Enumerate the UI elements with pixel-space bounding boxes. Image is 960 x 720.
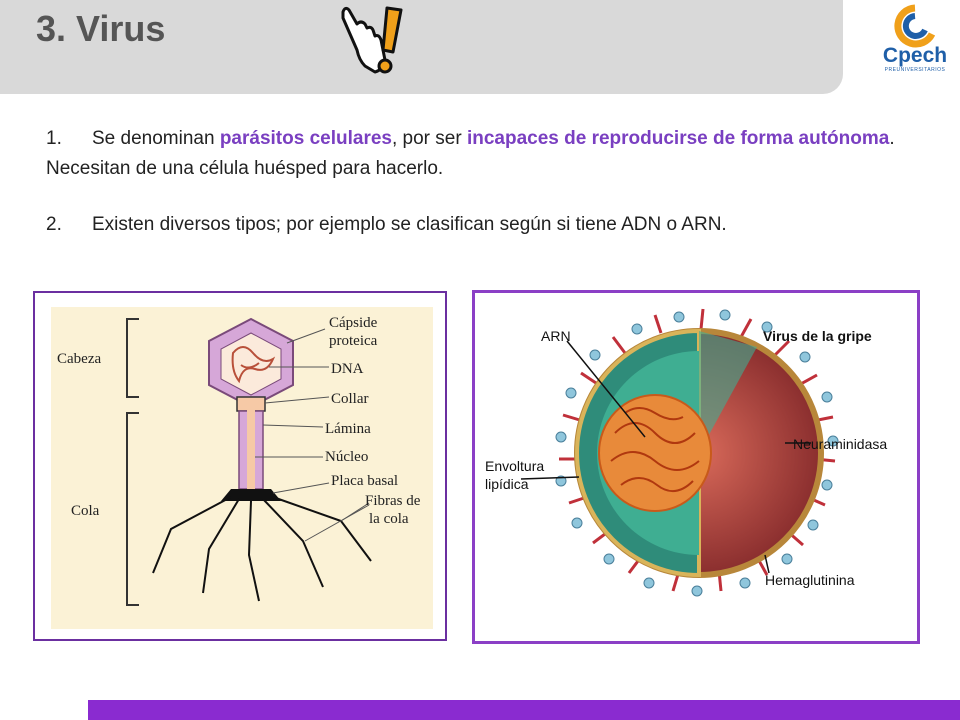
label-neuraminidasa: Neuraminidasa: [793, 436, 887, 452]
highlight-parasitos: parásitos celulares: [219, 128, 392, 149]
label-capside-2: proteica: [329, 333, 378, 349]
phage-diagram: Cabeza Cola Cápside proteica DNA Collar …: [51, 307, 433, 629]
label-lamina: Lámina: [325, 421, 371, 437]
logo-name: Cpech: [882, 44, 948, 67]
label-placa-basal: Placa basal: [331, 473, 398, 489]
label-fibras-2: la cola: [369, 511, 409, 527]
label-envoltura-1: Envoltura: [485, 458, 544, 474]
pointing-hand-alert-icon: [341, 6, 403, 74]
label-nucleo: Núcleo: [325, 449, 368, 465]
highlight-incapaces: incapaces de reproducirse de forma autón…: [466, 128, 890, 149]
label-fibras-1: Fibras de: [365, 493, 421, 509]
label-dna: DNA: [331, 361, 364, 377]
header-bar: [0, 0, 843, 94]
label-capside-1: Cápside: [329, 315, 378, 331]
label-hemaglutinina: Hemaglutinina: [765, 572, 855, 588]
phage-diagram-panel: Cabeza Cola Cápside proteica DNA Collar …: [33, 291, 447, 641]
cpech-logo: Cpech PREUNIVERSITARIOS: [876, 4, 954, 78]
paragraph-1-number: 1.: [46, 128, 62, 149]
paragraph-1-text-b: , por ser: [391, 128, 467, 149]
label-collar: Collar: [331, 391, 369, 407]
slide-title: 3. Virus: [36, 8, 166, 49]
footer-bar: [88, 700, 960, 720]
paragraph-1: 1. Se denominan parásitos celulares, por …: [46, 124, 916, 184]
flu-diagram: Virus de la gripe ARN Neuraminidasa Envo…: [485, 308, 887, 597]
flu-diagram-panel: Virus de la gripe ARN Neuraminidasa Envo…: [472, 290, 920, 644]
label-cabeza: Cabeza: [57, 351, 101, 367]
paragraph-1-text-a: Se denominan: [92, 128, 220, 149]
label-cola: Cola: [71, 503, 100, 519]
paragraph-2: 2. Existen diversos tipos; por ejemplo se…: [46, 210, 916, 240]
paragraph-2-number: 2.: [46, 214, 62, 235]
label-arn: ARN: [541, 328, 571, 344]
logo-subtitle: PREUNIVERSITARIOS: [884, 67, 946, 73]
paragraph-2-text: Existen diversos tipos; por ejemplo se c…: [92, 214, 727, 235]
label-flu-title: Virus de la gripe: [763, 328, 872, 344]
paragraph-1-text-c: . Necesitan de una célula huésped para h…: [46, 128, 895, 179]
label-envoltura-2: lipídica: [485, 476, 529, 492]
